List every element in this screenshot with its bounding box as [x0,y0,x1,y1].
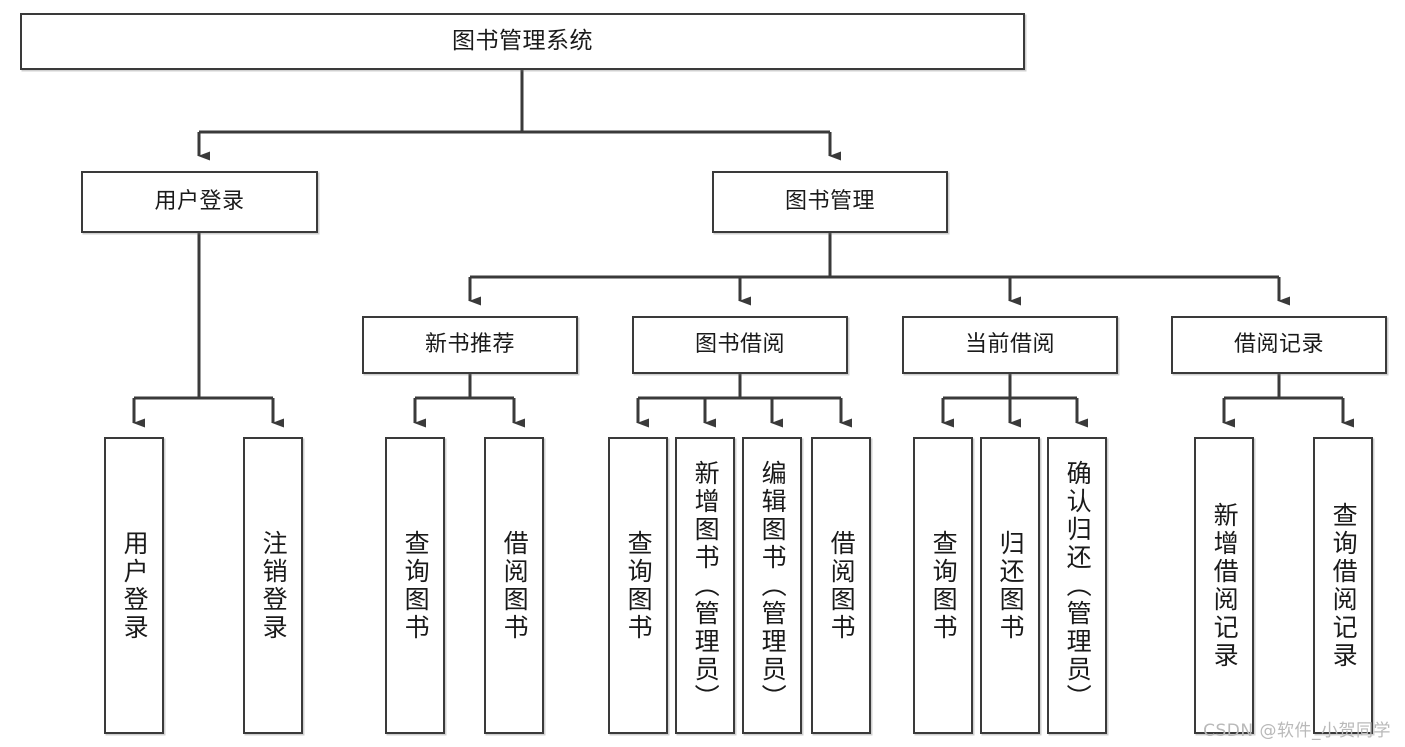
node-book-borrow[interactable]: 图书借阅 [632,316,848,374]
node-label: 编辑图书（管理员） [758,459,788,712]
leaf-newbook-query-book[interactable]: 查询图书 [385,437,445,734]
node-label: 借阅图书 [500,529,530,642]
node-label: 当前借阅 [964,331,1055,357]
node-label: 新书推荐 [424,331,515,357]
node-label: 新增借阅记录 [1210,501,1240,670]
node-label: 图书借阅 [694,331,785,357]
leaf-borrow-add-book-admin[interactable]: 新增图书（管理员） [675,437,735,734]
leaf-records-add-record[interactable]: 新增借阅记录 [1194,437,1254,734]
node-label: 新增图书（管理员） [691,459,721,712]
node-label: 查询图书 [401,529,431,642]
leaf-user-login[interactable]: 用户登录 [104,437,164,734]
leaf-current-query-book[interactable]: 查询图书 [913,437,973,734]
leaf-borrow-edit-book-admin[interactable]: 编辑图书（管理员） [742,437,802,734]
leaf-current-confirm-return-admin[interactable]: 确认归还（管理员） [1047,437,1107,734]
node-label: 图书管理系统 [452,27,593,54]
node-label: 确认归还（管理员） [1063,459,1093,712]
node-label: 查询图书 [624,529,654,642]
leaf-current-return-book[interactable]: 归还图书 [980,437,1040,734]
node-label: 查询图书 [929,529,959,642]
node-label: 归还图书 [996,529,1026,642]
leaf-records-query-record[interactable]: 查询借阅记录 [1313,437,1373,734]
node-root-system[interactable]: 图书管理系统 [20,13,1025,70]
leaf-user-logout[interactable]: 注销登录 [243,437,303,734]
node-label: 用户登录 [120,529,150,642]
node-label: 借阅记录 [1233,331,1324,357]
node-label: 注销登录 [259,529,289,642]
node-new-book-recommend[interactable]: 新书推荐 [362,316,578,374]
node-label: 借阅图书 [827,529,857,642]
node-label: 图书管理 [784,188,875,214]
node-borrow-records[interactable]: 借阅记录 [1171,316,1387,374]
leaf-borrow-borrow-book[interactable]: 借阅图书 [811,437,871,734]
node-label: 查询借阅记录 [1329,501,1359,670]
node-user-login[interactable]: 用户登录 [81,171,318,233]
leaf-newbook-borrow-book[interactable]: 借阅图书 [484,437,544,734]
leaf-borrow-query-book[interactable]: 查询图书 [608,437,668,734]
node-current-borrow[interactable]: 当前借阅 [902,316,1118,374]
node-book-management[interactable]: 图书管理 [712,171,948,233]
node-label: 用户登录 [154,188,245,214]
watermark-text: CSDN @软件_小贺同学 [1203,721,1391,741]
